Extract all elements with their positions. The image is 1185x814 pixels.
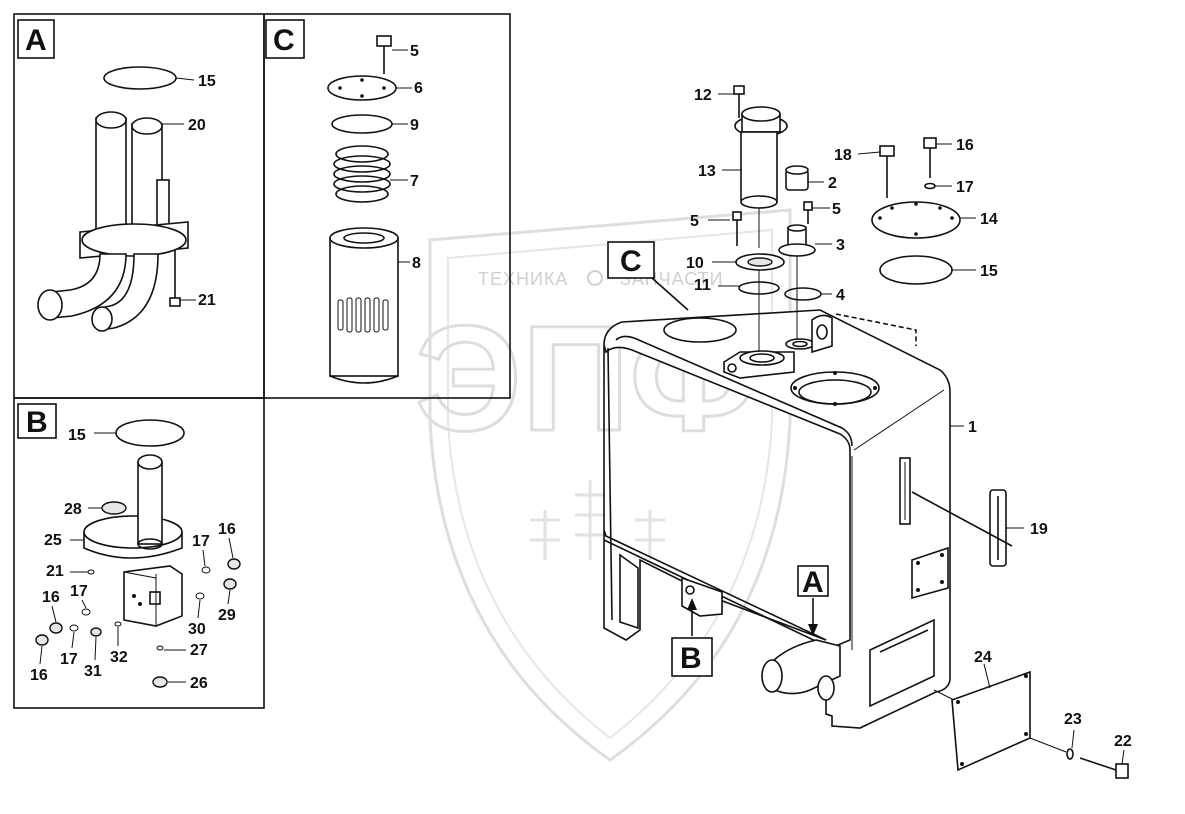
callout-b-25: 25 (44, 532, 62, 549)
callout-m-16: 16 (956, 137, 974, 154)
panel-b-tag: B (26, 406, 48, 439)
panel-c-tag: C (273, 24, 295, 57)
panel-b: B (13, 397, 265, 709)
callout-b-29: 29 (218, 607, 236, 624)
callout-b-32: 32 (110, 649, 128, 666)
panel-c-frame (263, 13, 511, 399)
main-tag-c-box (607, 241, 655, 279)
part-filter-housing-13 (734, 106, 788, 248)
part-filter-element-8 (329, 227, 399, 384)
panel-c-tag-box (265, 19, 305, 59)
part-bolt-22 (1079, 757, 1129, 779)
callout-m-22: 22 (1114, 733, 1132, 750)
callout-b-16a: 16 (218, 521, 236, 538)
part-plug-28 (101, 501, 127, 515)
watermark: ЭПФ ТЕХНИКА ЗАПЧАСТИ (414, 208, 792, 762)
main-tag-a-box (797, 565, 829, 597)
part-o-ring-15m (879, 255, 953, 285)
callout-b-26: 26 (190, 675, 208, 692)
part-bolt-5b (803, 201, 813, 224)
part-cover-6 (327, 75, 397, 101)
part-suction-pipe-20 (37, 111, 189, 332)
callout-b-27: 27 (190, 642, 208, 659)
part-o-ring-15b (115, 419, 185, 447)
part-bolt-16 (923, 137, 937, 178)
part-gasket-11 (738, 281, 780, 295)
callout-b-16b: 16 (42, 589, 60, 606)
watermark-wheat-icon (530, 480, 665, 560)
tank-assembly: C A B 12 13 2 5 5 3 10 11 4 18 16 17 (603, 85, 1132, 779)
part-o-ring-9 (331, 114, 393, 134)
part-washer-17 (924, 182, 936, 190)
callout-b-21: 21 (46, 563, 64, 580)
callout-b-31: 31 (84, 663, 102, 680)
callout-b-28: 28 (64, 501, 82, 518)
callout-m-17: 17 (956, 179, 974, 196)
callout-c-6: 6 (414, 80, 423, 97)
part-bolt-5c (376, 35, 392, 74)
callout-m-4: 4 (836, 287, 845, 304)
callout-b-17b: 17 (70, 583, 88, 600)
main-tag-c: C (620, 245, 642, 278)
callout-m-3: 3 (836, 237, 845, 254)
part-bolt-21a (169, 250, 181, 307)
callout-b-15: 15 (68, 427, 86, 444)
callout-m-1: 1 (968, 419, 977, 436)
callout-c-9: 9 (410, 117, 419, 134)
part-o-ring-15a (103, 66, 177, 90)
watermark-gear-icon (587, 270, 603, 286)
callout-a-21: 21 (198, 292, 216, 309)
callout-m-18: 18 (834, 147, 852, 164)
main-tag-b-box (671, 637, 713, 677)
callout-b-30: 30 (188, 621, 206, 638)
callout-b-17a: 17 (192, 533, 210, 550)
callout-a-15: 15 (198, 73, 216, 90)
callout-m-11: 11 (694, 277, 711, 294)
callout-c-7: 7 (410, 173, 419, 190)
panel-c: C (263, 13, 511, 399)
callout-m-10: 10 (686, 255, 704, 272)
callout-m-2: 2 (828, 175, 837, 192)
panel-a-tag: A (25, 24, 47, 57)
main-tag-b: B (680, 642, 702, 675)
callout-m-19: 19 (1030, 521, 1048, 538)
part-valve-block (123, 565, 183, 627)
callout-m-13: 13 (698, 163, 716, 180)
callout-m-15: 15 (980, 263, 998, 280)
callout-b-16c: 16 (30, 667, 48, 684)
part-flange-10 (735, 253, 785, 352)
part-bolt-12 (733, 85, 745, 118)
panel-a-tag-box (17, 19, 55, 59)
panel-b-frame (13, 397, 265, 709)
panel-a: A 15 20 21 (13, 13, 265, 399)
main-tag-a: A (802, 566, 824, 599)
watermark-left-word: ТЕХНИКА (478, 269, 568, 289)
callout-c-5: 5 (410, 43, 419, 60)
panel-b-tag-box (17, 403, 57, 439)
part-adapter-3 (778, 224, 816, 340)
callout-b-17c: 17 (60, 651, 78, 668)
callout-m-12: 12 (694, 87, 712, 104)
callout-m-24: 24 (974, 649, 992, 666)
callout-c-8: 8 (412, 255, 421, 272)
part-washer-23 (1066, 748, 1074, 760)
callout-m-14: 14 (980, 211, 998, 228)
part-level-gauge-19 (989, 489, 1007, 567)
part-cover-plate-14 (871, 201, 961, 239)
callout-m-23: 23 (1064, 711, 1082, 728)
part-pipe-flange-25 (83, 454, 183, 559)
part-tank-1 (603, 309, 951, 729)
callout-m-5b: 5 (832, 201, 841, 218)
part-spring-7 (333, 145, 391, 203)
part-access-cover-24 (951, 670, 1031, 772)
b-small-parts (35, 558, 241, 688)
callout-m-5a: 5 (690, 213, 699, 230)
part-bolt-5a (732, 211, 742, 246)
callout-a-20: 20 (188, 117, 206, 134)
part-breather-cap-2 (785, 165, 809, 191)
part-bolt-18 (879, 145, 895, 198)
